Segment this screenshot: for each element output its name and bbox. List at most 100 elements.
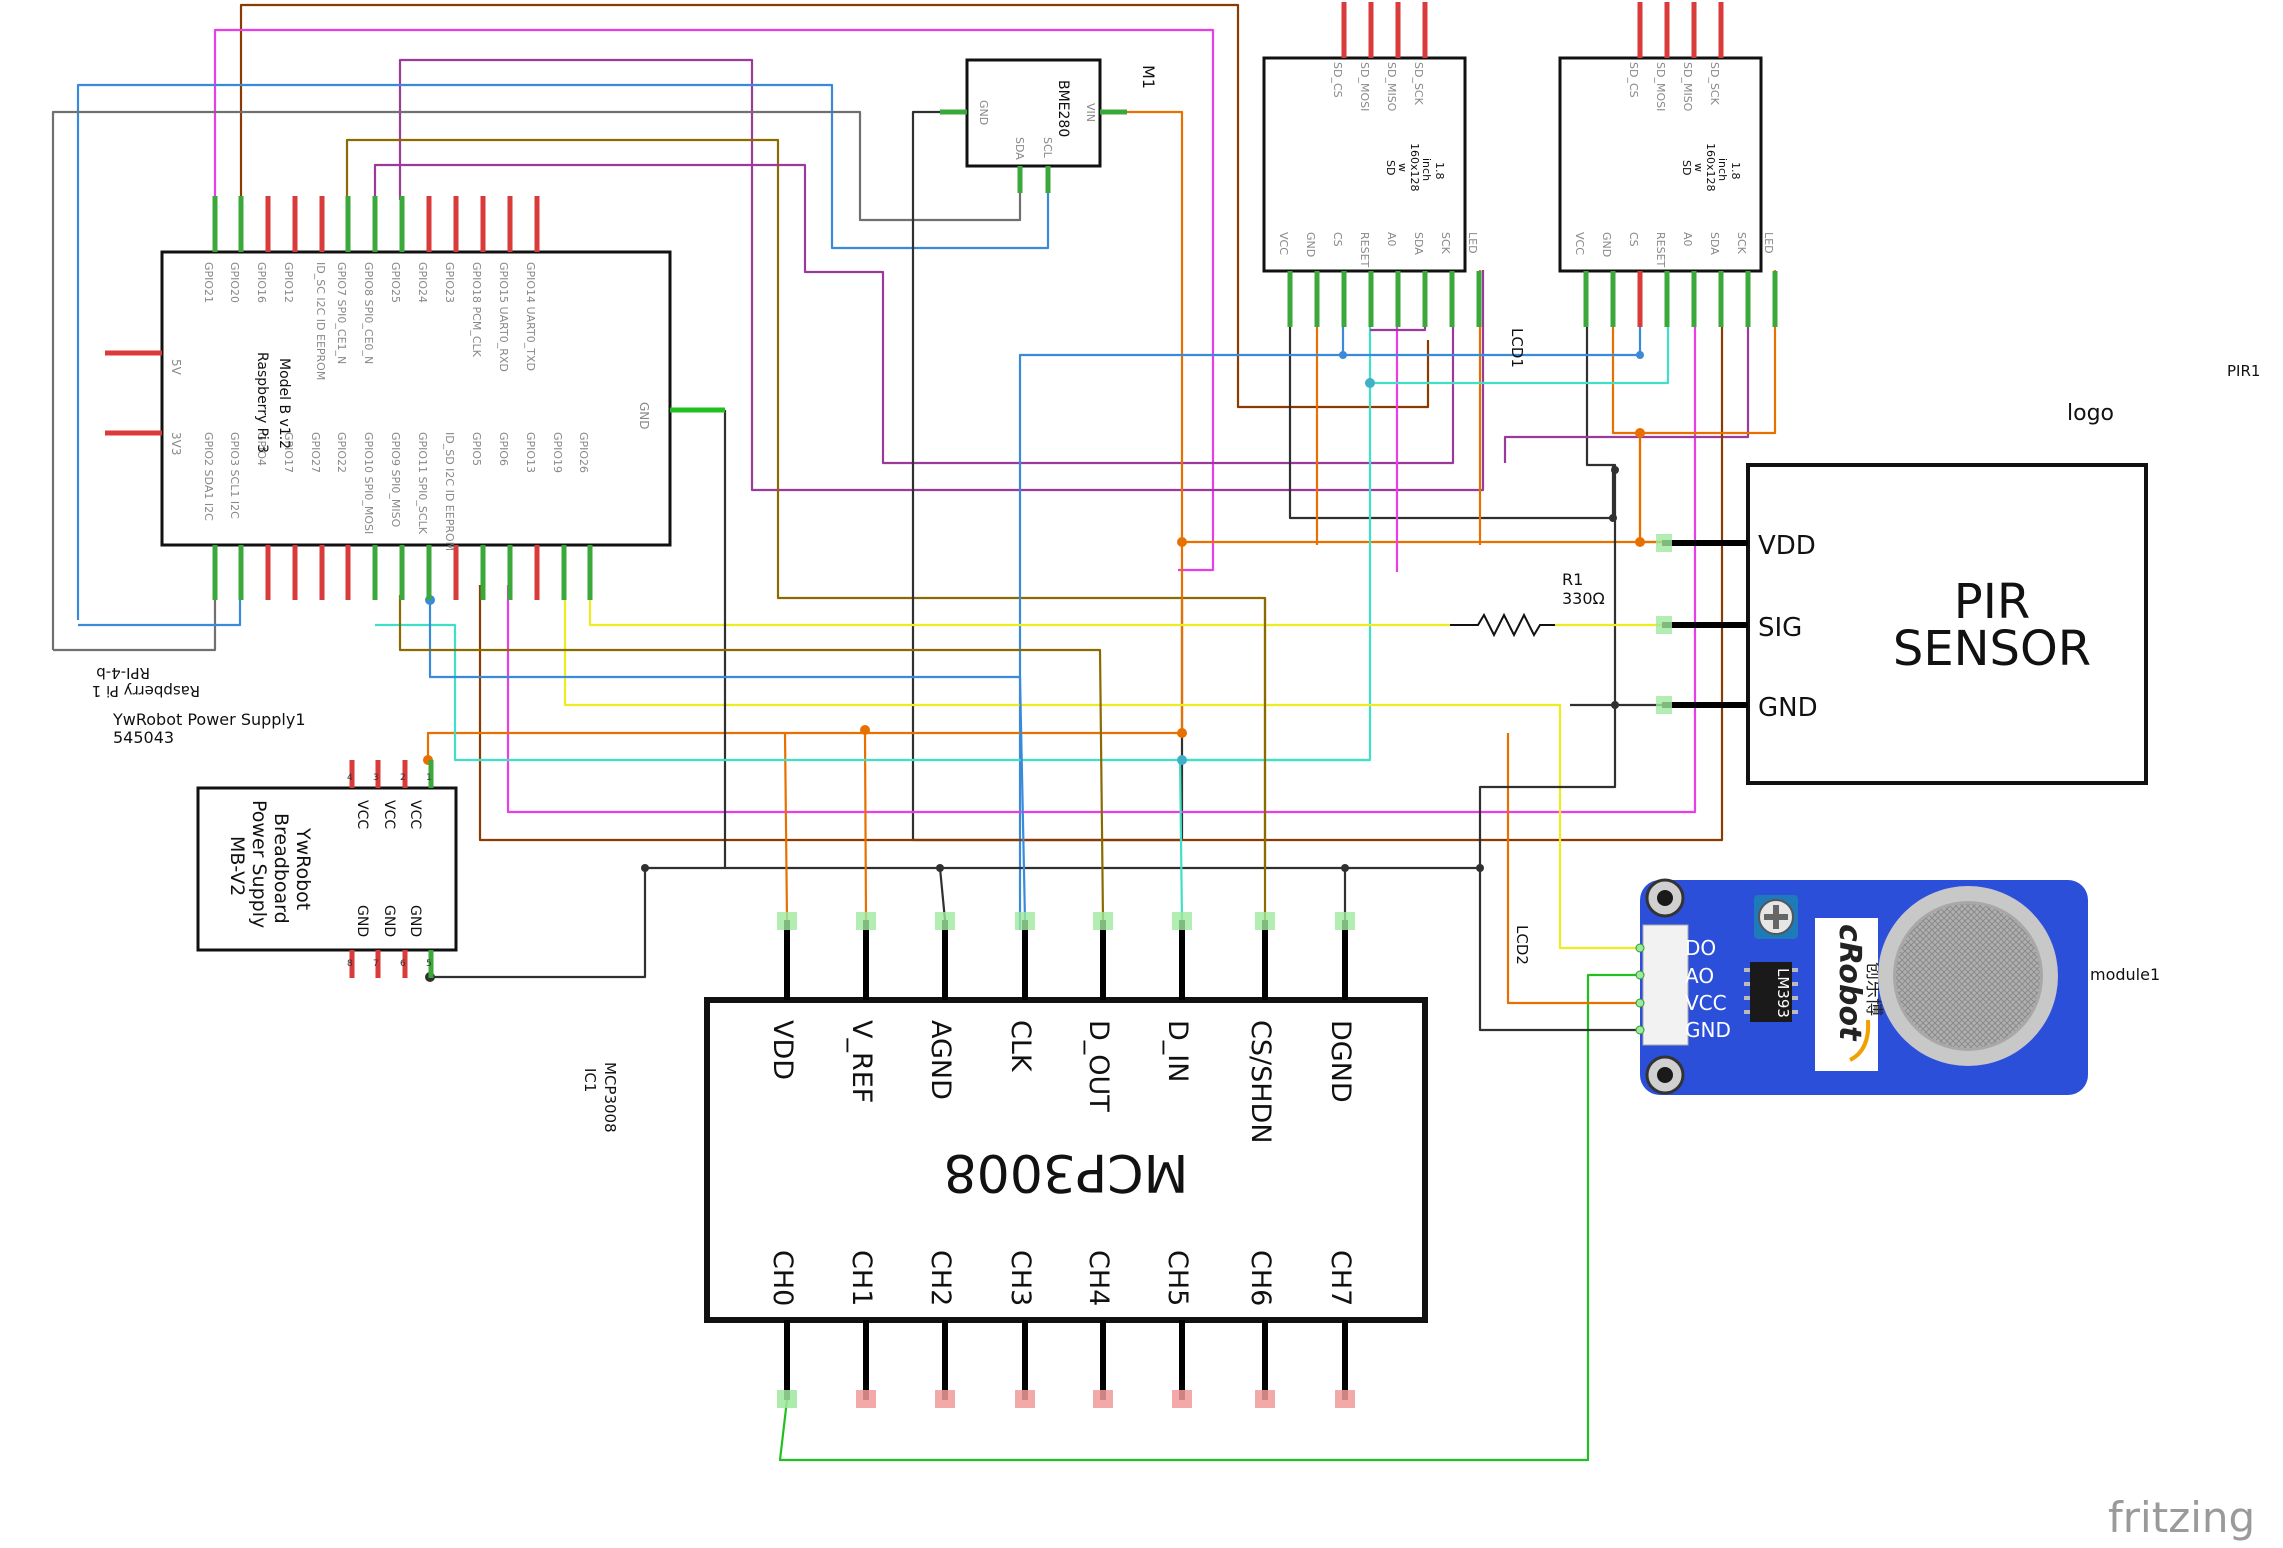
lcd2-title-2: inch: [1716, 158, 1729, 181]
lcd2-bottom-pin-label: CS: [1627, 232, 1640, 247]
rpi-bottom-pin-label: GPIO22: [335, 432, 348, 473]
sound-module[interactable]: DO AO VCC GND LM393 cRobot 创乐博 module1: [1635, 878, 2160, 1095]
lcd2-sd-pin-label: SD_CS: [1627, 62, 1640, 98]
module-pin-do: DO: [1685, 936, 1716, 960]
lcd1-bottom-pin-label: A0: [1385, 232, 1398, 247]
junction-dots: [423, 351, 1645, 982]
ps-bottom-number: 6: [400, 959, 406, 969]
ps-gnd-label: GND: [354, 905, 370, 937]
resistor-r1[interactable]: R1 330Ω: [1450, 570, 1605, 638]
mcp-part: MCP3008: [601, 1062, 619, 1133]
rpi-top-pin-label: GPIO8 SPI0_CE0_N: [362, 262, 375, 364]
rpi-title-1: Raspberry Pi 3: [254, 352, 270, 453]
rpi-top-pin-label: GPIO24: [416, 262, 429, 303]
ps-bottom-number: 7: [373, 959, 379, 969]
ps-top-number: 4: [347, 773, 353, 783]
ps-vcc-label: VCC: [354, 800, 370, 829]
pir-pin-gnd: GND: [1758, 693, 1818, 723]
lcd1-title-2: inch: [1420, 158, 1433, 181]
rpi-bottom-pin-label: ID_SD I2C ID EEPROM: [443, 432, 456, 551]
ps-top-number: 2: [400, 773, 406, 783]
rpi-bottom-pin-label: GPIO5: [470, 432, 483, 466]
bme-pin-scl: SCL: [1041, 137, 1054, 159]
rpi-bottom-pin-label: GPIO6: [497, 432, 510, 466]
mcp-top-pin-label: D_OUT: [1083, 1020, 1114, 1112]
mcp3008-ic[interactable]: IC1 MCP3008 VDDCH0V_REFCH1AGNDCH2CLKCH3D…: [581, 912, 1428, 1408]
power-supply[interactable]: YwRobot Power Supply1 545043 48372615VCC…: [112, 710, 458, 978]
mcp-bottom-pin-label: CH1: [846, 1250, 877, 1306]
lcd1-sd-pin-label: SD_CS: [1331, 62, 1344, 98]
power-supply-part: 545043: [113, 728, 174, 747]
power-supply-ref: YwRobot Power Supply1: [112, 710, 306, 729]
module-pin-ao: AO: [1685, 964, 1714, 988]
logo-ref: logo: [2067, 401, 2114, 426]
rpi-bottom-pin-label: GPIO10 SPI0_MOSI: [362, 432, 375, 534]
rpi-top-pin-label: GPIO21: [202, 262, 215, 303]
lcd2-bottom-pin-label: RESET: [1654, 232, 1667, 268]
pir-pin-vdd: VDD: [1758, 531, 1816, 561]
mcp-ref: IC1: [581, 1068, 599, 1092]
lcd1-sd-pin-label: SD_SCK: [1412, 62, 1425, 106]
lcd1-title-3: 160x128: [1408, 143, 1421, 192]
bme-ref: M1: [1139, 65, 1158, 89]
lcd2-title-5: SD: [1680, 160, 1693, 175]
lcd1-bottom-pin-label: RESET: [1358, 232, 1371, 268]
pir-title-2: SENSOR: [1893, 621, 2091, 677]
rpi-ref-1: RPI-4-b: [96, 664, 150, 682]
bme-title: BME280: [1055, 80, 1071, 137]
ps-gnd-label: GND: [407, 905, 423, 937]
ps-vcc-label: VCC: [381, 800, 397, 829]
lcd2-bottom-pin-label: SCK: [1735, 232, 1748, 255]
lcd2-sd-pin-label: SD_MOSI: [1654, 62, 1667, 111]
mcp-pins: VDDCH0V_REFCH1AGNDCH2CLKCH3D_OUTCH4D_INC…: [767, 912, 1356, 1408]
lcd1-bottom-pin-label: LED: [1466, 232, 1479, 254]
ps-vcc-label: VCC: [407, 800, 423, 829]
rpi-bottom-pin-label: GPIO3 SCL1 I2C: [228, 432, 241, 519]
rpi-pin-5v: 5V: [169, 359, 183, 376]
mcp-top-pin-label: DGND: [1325, 1020, 1356, 1103]
lcd1-title-1: 1.8: [1433, 162, 1446, 180]
lcd2-bottom-pin-label: GND: [1600, 232, 1613, 257]
ps-bottom-number: 5: [426, 959, 432, 969]
lcd2-title-3: 160x128: [1704, 143, 1717, 192]
rpi-top-pin-label: GPIO23: [443, 262, 456, 303]
mcp-bottom-pin-label: CH7: [1325, 1250, 1356, 1306]
lcd1-bottom-pin-label: CS: [1331, 232, 1344, 247]
module-brand: cRobot: [1832, 924, 1867, 1042]
lcd2-ref: LCD2: [1513, 925, 1531, 965]
resistor-ref: R1: [1562, 570, 1583, 589]
bme280-sensor[interactable]: GND SDA SCL VIN BME280 M1: [940, 58, 1158, 193]
bme-pin-sda: SDA: [1013, 137, 1026, 160]
rpi-id-sc-label: ID_SC I2C ID EEPROM: [314, 262, 327, 380]
power-supply-title-3: Power Supply: [248, 800, 270, 928]
lcd1-title-5: SD: [1384, 160, 1397, 175]
rpi-top-pin-label: GPIO25: [389, 262, 402, 303]
lcd1-bottom-pin-label: SDA: [1412, 232, 1425, 255]
lcd1-sd-pin-label: SD_MOSI: [1358, 62, 1371, 111]
module-pin-vcc: VCC: [1685, 991, 1727, 1015]
lcd2-sd-pin-label: SD_SCK: [1708, 62, 1721, 106]
rpi-bottom-pin-label: GPIO26: [577, 432, 590, 473]
lcd2-bottom-pin-label: LED: [1762, 232, 1775, 254]
mcp-bottom-pin-label: CH0: [767, 1250, 798, 1306]
lcd2-bottom-pin-label: SDA: [1708, 232, 1721, 255]
pir-sensor[interactable]: PIR1 logo VDD SIG GND PIR SENSOR: [1656, 362, 2260, 785]
mcp-top-pin-label: D_IN: [1162, 1020, 1193, 1082]
mcp-top-pin-label: CS/SHDN: [1245, 1020, 1276, 1144]
module-chip-label: LM393: [1774, 968, 1792, 1018]
lcd2-title-4: w: [1692, 163, 1705, 172]
fritzing-watermark: fritzing: [2108, 1493, 2255, 1542]
pir-title-1: PIR: [1954, 574, 2030, 630]
mcp-top-pin-label: CLK: [1005, 1020, 1036, 1073]
pir-pin-sig: SIG: [1758, 613, 1802, 643]
rpi-top-pin-label: GPIO15 UART0_RXD: [497, 262, 510, 372]
rpi-top-pin-label: GPIO7 SPI0_CE1_N: [335, 262, 348, 364]
lcd1-ref: LCD1: [1508, 328, 1526, 368]
